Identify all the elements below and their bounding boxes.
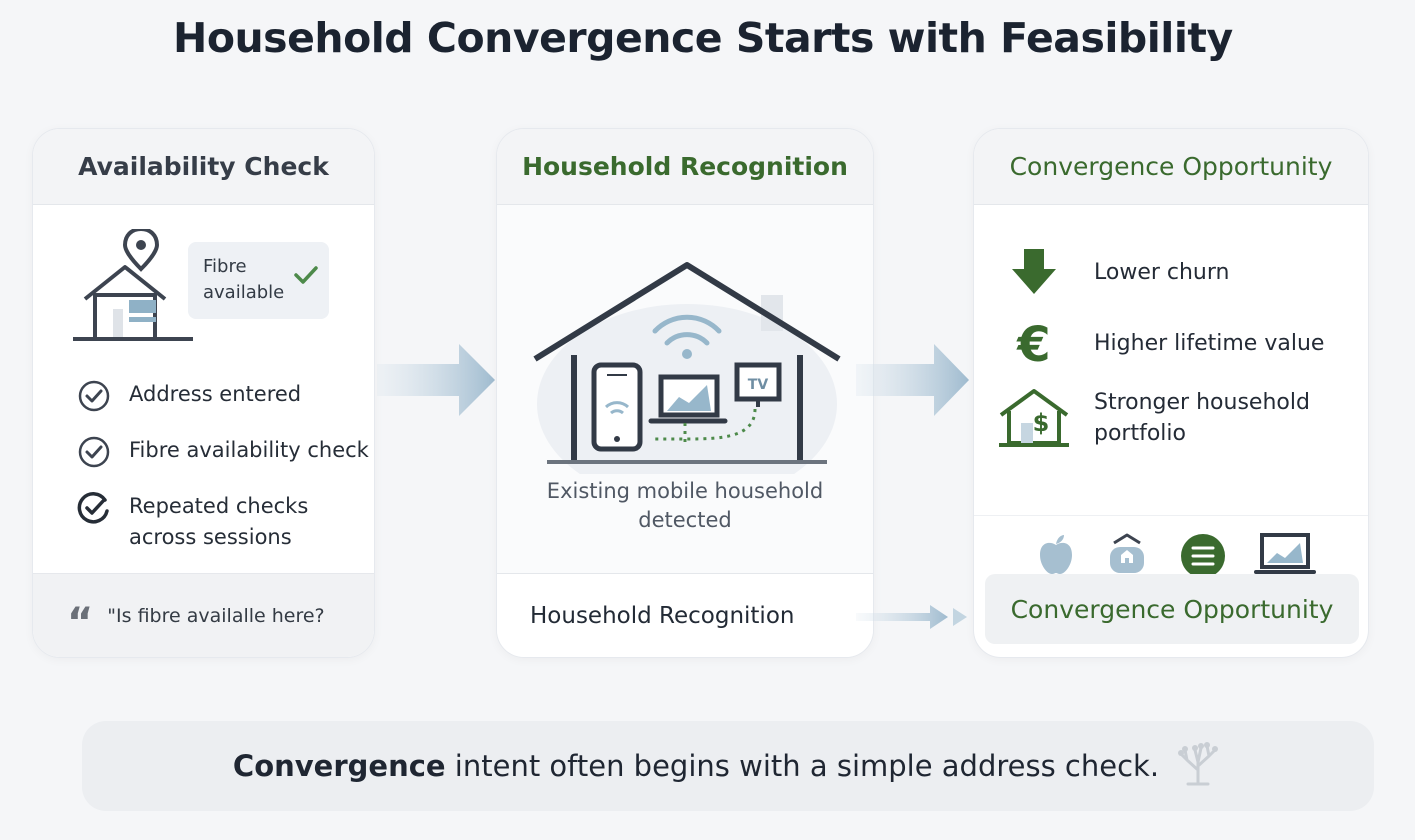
benefit-item: Lower churn [974,249,1229,295]
household-recognition-card: Household Recognition TV [496,128,874,658]
tree-icon [1173,740,1223,793]
check-item: Fibre availability check [77,435,369,474]
fibre-badge-line2: available [203,282,285,303]
check-item-line1: Repeated checks [129,494,309,518]
refresh-check-icon [77,491,111,530]
fibre-badge-line1: Fibre [203,256,247,277]
benefit-label: Higher lifetime value [1094,328,1324,359]
flow-arrow-icon [856,340,971,424]
convergence-opportunity-heading: Convergence Opportunity [974,129,1368,205]
house-caption-line1: Existing mobile household [546,479,824,503]
apple-icon [1036,533,1076,579]
down-arrow-icon [974,249,1094,295]
house-dollar-icon: $ [974,387,1094,449]
fibre-available-badge: Fibre available [188,242,329,319]
svg-text:€: € [1016,319,1050,367]
small-arrow-icon [856,602,971,636]
laptop-chart-icon [1254,533,1316,579]
house-caption-line2: detected [638,508,732,532]
benefit-label-line: Higher lifetime value [1094,330,1325,356]
convergence-opportunity-footer: Convergence Opportunity [985,574,1359,644]
benefit-label-line: portfolio [1094,421,1186,446]
benefit-label: Stronger household portfolio [1094,387,1310,449]
check-circle-icon [77,435,111,474]
benefit-label: Lower churn [1094,257,1229,288]
house-caption: Existing mobile household detected [497,477,873,535]
quote-text: "Is fibre availalle here? [107,604,325,627]
page-title: Household Convergence Starts with Feasib… [173,14,1233,62]
household-recognition-heading: Household Recognition [497,129,873,205]
tv-label: TV [748,377,769,393]
flow-arrow-icon [377,340,497,424]
menu-circle-icon [1180,533,1226,583]
checkmark-icon [293,264,319,294]
customer-quote: “ "Is fibre availalle here? [33,573,374,657]
check-item-label: Repeated checks across sessions [129,491,308,553]
benefit-label-line: Lower churn [1094,259,1230,285]
mini-icon-row [974,533,1368,579]
check-item: Repeated checks across sessions [77,491,308,553]
household-recognition-footer: Household Recognition [497,573,873,657]
summary-banner: Convergence intent often begins with a s… [82,721,1374,811]
svg-text:$: $ [1033,409,1050,437]
summary-bold: Convergence [232,749,446,783]
convergence-opportunity-card: Convergence Opportunity Lower churn € Hi… [973,128,1369,658]
benefit-label-line: Stronger household [1094,390,1310,415]
check-item-label: Fibre availability check [129,438,369,462]
smart-home-icon [1106,533,1148,579]
summary-text: intent often begins with a simple addres… [445,749,1160,783]
house-location-icon [71,226,201,348]
check-item-line2: across sessions [129,525,292,549]
availability-check-heading: Availability Check [33,129,374,205]
benefit-item: $ Stronger household portfolio [974,387,1310,449]
connected-house-icon: TV [527,259,847,504]
euro-icon: € [974,319,1094,367]
quote-icon: “ [67,599,94,646]
availability-check-card: Availability Check Fibre available Addre… [32,128,375,658]
benefit-item: € Higher lifetime value [974,319,1324,367]
check-item-label: Address entered [129,382,302,406]
check-circle-icon [77,379,111,418]
check-item: Address entered [77,379,301,418]
